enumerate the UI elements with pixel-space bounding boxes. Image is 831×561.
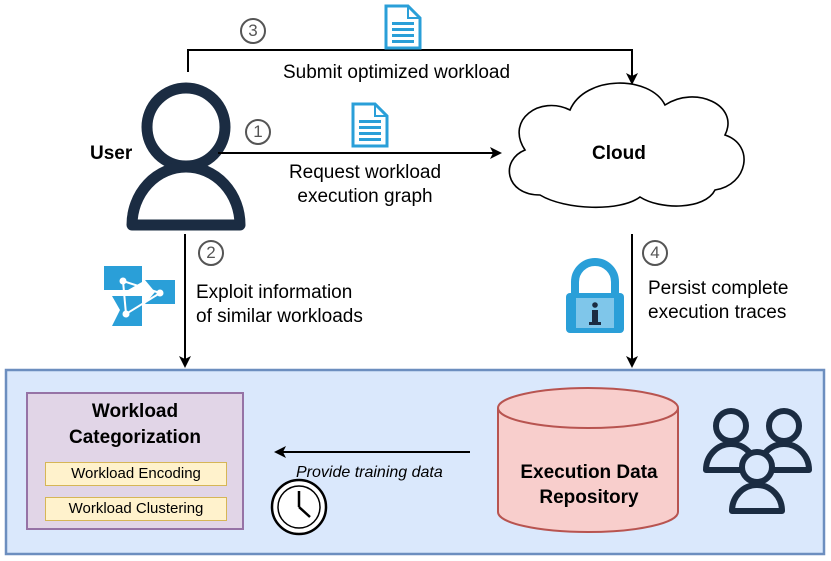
cloud-shape	[508, 82, 745, 209]
step-2-badge: 2	[198, 240, 224, 266]
user-label: User	[90, 143, 133, 164]
execution-data-repository-label: Execution Data Repository	[500, 460, 678, 510]
step-1-label-line1: Request workload	[288, 162, 442, 183]
arrow-submit-optimized	[187, 49, 638, 85]
repository-label-line2: Repository	[539, 487, 639, 508]
clock-icon	[270, 478, 328, 536]
provide-training-label: Provide training data	[296, 464, 443, 481]
step-1-label-line2: execution graph	[297, 186, 433, 207]
workload-encoding-item: Workload Encoding	[45, 462, 227, 486]
categorization-title-line1: Workload	[91, 401, 179, 422]
step-4-label-line1: Persist complete	[648, 278, 789, 299]
step-4-badge: 4	[642, 240, 668, 266]
user-icon	[126, 82, 246, 231]
step-2-label-line1: Exploit information	[196, 282, 353, 303]
workload-categorization-box: Workload Categorization Workload Encodin…	[26, 392, 244, 530]
cloud-label: Cloud	[592, 143, 646, 164]
info-lock-icon	[566, 258, 624, 333]
document-icon	[384, 4, 422, 50]
workload-clustering-item: Workload Clustering	[45, 497, 227, 521]
step-2-label-line2: of similar workloads	[196, 306, 363, 327]
repository-label-line1: Execution Data	[520, 462, 658, 483]
step-3-badge: 3	[240, 18, 266, 44]
graph-icon	[104, 266, 175, 326]
database-cylinder	[497, 387, 679, 533]
users-group-icon	[703, 408, 812, 514]
document-icon	[351, 102, 389, 148]
step-1-badge: 1	[245, 119, 271, 145]
categorization-title-line2: Categorization	[69, 427, 201, 448]
step-3-label: Submit optimized workload	[283, 62, 511, 83]
step-4-label-line2: execution traces	[648, 302, 787, 323]
